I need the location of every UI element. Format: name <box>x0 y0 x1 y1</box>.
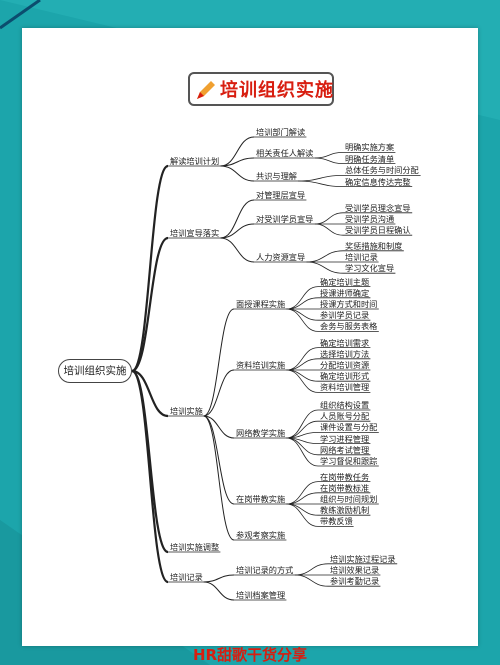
leaf-node: 在岗带教任务 <box>320 471 370 482</box>
branch-node: 培训记录 <box>170 572 203 582</box>
leaf-node: 培训记录 <box>345 252 378 262</box>
pencil-icon <box>197 81 215 99</box>
leaf-node: 分配培训资源 <box>320 360 370 370</box>
leaf-node: 受训学员理念宣导 <box>345 202 411 213</box>
sub-node: 共识与理解 <box>256 171 297 181</box>
leaf-node: 明确任务清单 <box>345 153 395 164</box>
sub-node: 面授课程实施 <box>236 299 286 309</box>
leaf-node: 授课讲师确定 <box>320 287 370 298</box>
leaf-node: 课件设置与分配 <box>320 422 378 433</box>
leaf-node: 学习文化宣导 <box>345 263 395 274</box>
sub-node: 相关责任人解读 <box>256 148 314 158</box>
leaf-node: 资料培训管理 <box>320 382 370 393</box>
leaf-node: 授课方式和时间 <box>320 299 378 309</box>
leaf-node: 受训学员沟通 <box>345 214 395 224</box>
leaf-node: 确定培训形式 <box>320 371 370 382</box>
footer-brand: HR甜歌干货分享 <box>192 646 308 664</box>
sub-node: 培训档案管理 <box>236 590 286 600</box>
leaf-node: 总体任务与时间分配 <box>345 165 419 176</box>
sub-node: 参观考察实施 <box>236 530 286 540</box>
leaf-node: 会务与服务表格 <box>320 321 378 332</box>
leaf-node: 选择培训方法 <box>320 348 370 359</box>
leaf-node: 确定培训主题 <box>320 276 370 287</box>
leaf-node: 奖惩措施和制度 <box>345 240 403 251</box>
sub-node: 对管理层宣导 <box>256 190 306 200</box>
leaf-node: 组织与时间规划 <box>320 494 378 504</box>
leaf-node: 确定培训需求 <box>320 337 370 348</box>
branch-node: 培训宣导落实 <box>170 228 220 238</box>
branch-node: 解读培训计划 <box>170 156 220 166</box>
leaf-node: 受训学员日程确认 <box>345 225 411 236</box>
sub-node: 对受训学员宣导 <box>256 214 314 224</box>
sub-node: 人力资源宣导 <box>256 252 306 262</box>
leaf-node: 组织结构设置 <box>320 400 370 410</box>
mindmap-card <box>22 28 478 646</box>
leaf-node: 人员账号分配 <box>320 411 370 422</box>
leaf-node: 培训实施过程记录 <box>330 553 396 564</box>
root-node: 培训组织实施 <box>58 359 132 383</box>
leaf-node: 明确实施方案 <box>345 142 395 153</box>
leaf-node: 学习进程管理 <box>320 433 370 444</box>
sub-node: 培训部门解读 <box>256 127 306 137</box>
page-title: 培训组织实施 <box>220 80 334 101</box>
leaf-node: 参训考勤记录 <box>330 576 380 587</box>
leaf-node: 学习督促和跟踪 <box>320 456 378 466</box>
leaf-node: 教练激励机制 <box>320 505 370 516</box>
sub-node: 网络教学实施 <box>236 428 286 438</box>
leaf-node: 培训效果记录 <box>330 565 380 575</box>
branch-node: 培训实施调整 <box>170 542 220 552</box>
leaf-node: 带教反馈 <box>320 516 353 527</box>
sub-node: 培训记录的方式 <box>236 565 294 575</box>
sub-node: 资料培训实施 <box>236 360 286 370</box>
leaf-node: 参训学员记录 <box>320 310 370 321</box>
title-banner: 培训组织实施 <box>188 72 334 106</box>
branch-node: 培训实施 <box>170 406 203 416</box>
sub-node: 在岗带教实施 <box>236 494 286 504</box>
leaf-node: 确定信息传达完整 <box>345 176 411 187</box>
leaf-node: 网络考试管理 <box>320 444 370 455</box>
leaf-node: 在岗带教标准 <box>320 482 370 493</box>
